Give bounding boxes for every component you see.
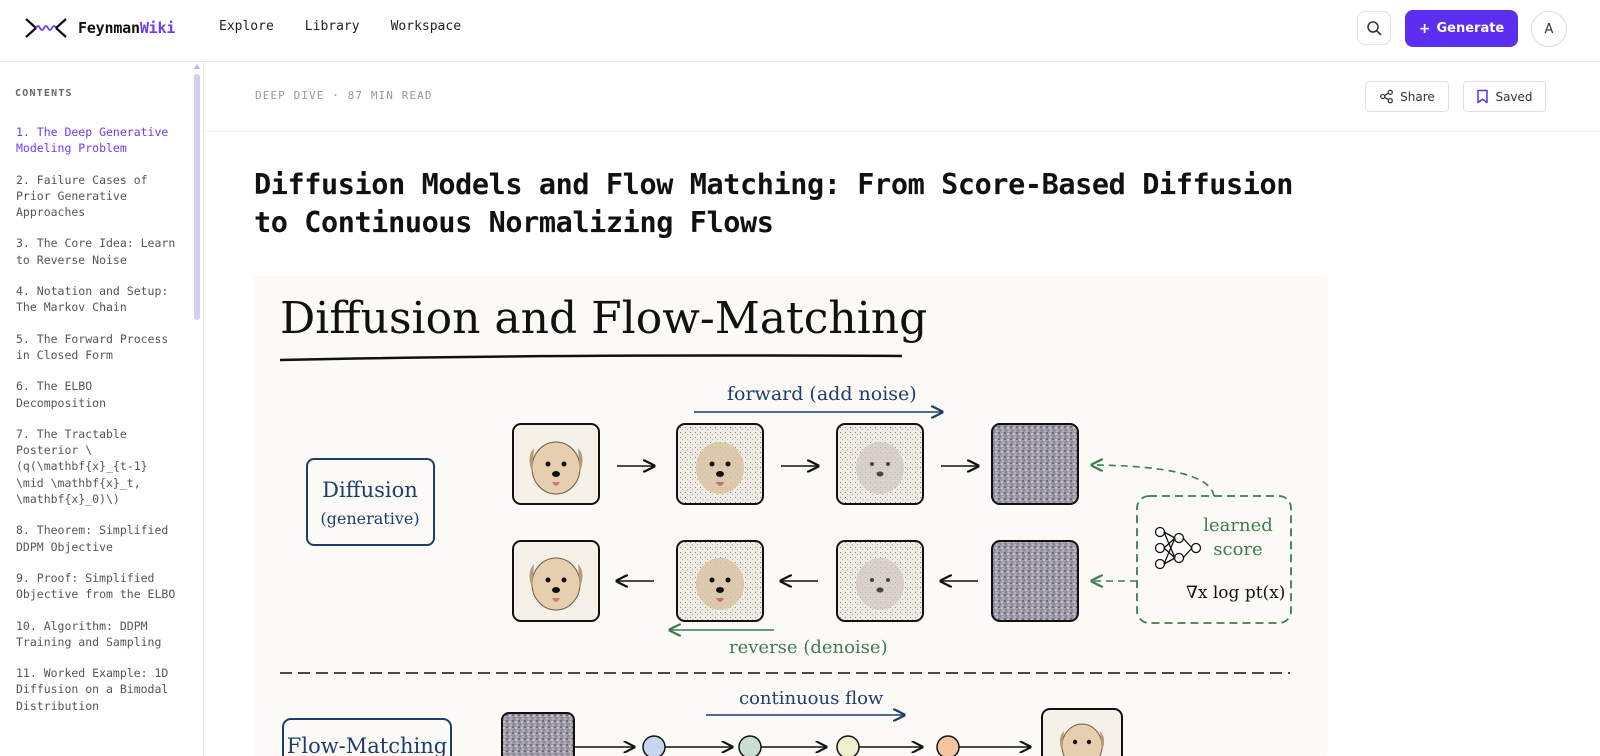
toc-item-7[interactable]: 7. The Tractable Posterior \(q(\mathbf{x… [16,426,148,507]
search-button[interactable] [1357,11,1391,45]
figure-heading: Diffusion and Flow-Matching [280,293,927,344]
toc-item-11[interactable]: 11. Worked Example: 1D Diffusion on a Bi… [16,666,169,713]
brand-accent: Wiki [139,19,176,37]
article-title: Diffusion Models and Flow Matching: From… [254,168,1294,239]
reverse-row [512,540,1079,622]
nav-explore[interactable]: Explore [219,19,274,34]
plus-icon: + [1418,20,1431,37]
share-label: Share [1400,89,1435,104]
diffusion-flow-diagram: Diffusion and Flow-Matching forward (add… [279,293,1292,756]
article-toolbar: DEEP DIVE · 87 MIN READ Share Saved [204,62,1600,132]
avatar[interactable]: A [1531,11,1567,47]
generate-button[interactable]: + Generate [1405,10,1518,47]
noise-start-image [991,540,1079,622]
neural-network-icon [1154,526,1202,570]
contents-heading: CONTENTS [15,88,73,99]
article-kicker: DEEP DIVE · 87 MIN READ [255,89,433,102]
saved-button[interactable]: Saved [1463,81,1546,112]
feynman-diagram-icon [25,18,67,38]
main-nav: Explore Library Workspace [219,19,492,34]
saved-label: Saved [1495,89,1533,104]
puppy-image-light-noise [676,423,764,505]
puppy-image-partial-denoise [676,540,764,622]
puppy-image-clean [512,423,600,505]
flow-state-1 [642,735,666,756]
score-formula: ∇x log pt(x) [1186,583,1285,603]
flow-state-2 [738,735,762,756]
brand-name: FeynmanWiki [78,19,175,37]
toc-item-9[interactable]: 9. Proof: Simplified Objective from the … [16,570,176,602]
puppy-image-denoised [512,540,600,622]
score-to-forward-connector [1092,465,1215,497]
nav-library[interactable]: Library [304,19,360,34]
pure-noise-image [991,423,1079,505]
learned-score-line2: score [1213,539,1262,560]
learned-score-line1: learned [1203,515,1273,536]
search-icon [1367,21,1382,36]
forward-label: forward (add noise) [727,383,917,405]
flow-puppy-image [1041,708,1123,756]
toc-list: 1. The Deep Generative Modeling Problem … [16,124,176,729]
diffusion-box [306,458,435,546]
heading-underline [279,354,903,362]
toc-item-6[interactable]: 6. The ELBO Decomposition [16,379,107,410]
scroll-up-arrow[interactable] [194,64,200,69]
brand-primary: Feynman [78,19,140,37]
share-icon [1380,89,1394,104]
diffusion-box-title: Diffusion [322,478,418,502]
top-bar: FeynmanWiki Explore Library Workspace + … [0,0,1600,62]
forward-row [512,423,1079,505]
toc-item-10[interactable]: 10. Algorithm: DDPM Training and Samplin… [16,618,162,649]
flow-matching-box [282,718,452,756]
continuous-flow-label: continuous flow [739,688,884,709]
toc-item-3[interactable]: 3. The Core Idea: Learn to Reverse Noise [16,236,176,267]
toc-item-2[interactable]: 2. Failure Cases of Prior Generative App… [16,172,148,220]
sidebar-scrollbar[interactable] [194,74,200,320]
reverse-label: reverse (denoise) [729,637,888,658]
table-of-contents-sidebar: CONTENTS 1. The Deep Generative Modeling… [0,62,204,756]
toc-item-1[interactable]: 1. The Deep Generative Modeling Problem [16,125,169,156]
generate-label: Generate [1436,21,1505,36]
toc-item-4[interactable]: 4. Notation and Setup: The Markov Chain [16,284,169,315]
toc-item-8[interactable]: 8. Theorem: Simplified DDPM Objective [16,523,169,554]
puppy-image-early-denoise [836,540,924,622]
logo[interactable]: FeynmanWiki [24,16,175,40]
flow-state-4 [936,735,960,756]
puppy-image-heavy-noise [836,423,924,505]
share-button[interactable]: Share [1365,81,1449,112]
flow-noise-image [501,712,575,756]
article-figure: Diffusion and Flow-Matching forward (add… [254,276,1328,756]
toc-item-5[interactable]: 5. The Forward Process in Closed Form [16,331,169,362]
nav-workspace[interactable]: Workspace [390,19,462,34]
flow-box-title: Flow-Matching [287,734,447,756]
bookmark-icon [1477,89,1489,104]
diffusion-box-sub: (generative) [320,509,419,528]
flow-state-3 [836,735,860,756]
